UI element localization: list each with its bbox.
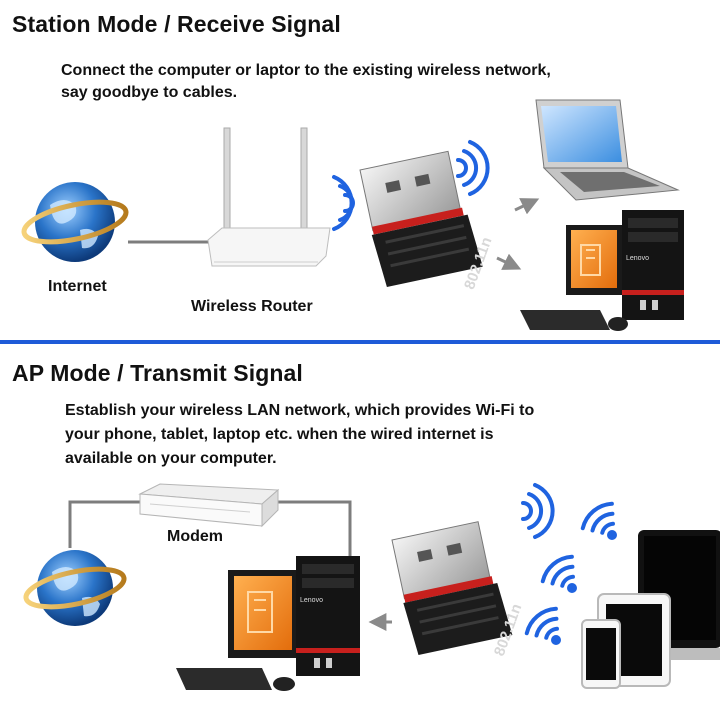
ap-desc-line1: Establish your wireless LAN network, whi… xyxy=(65,402,535,419)
usb-wifi-adapter-icon xyxy=(359,150,483,287)
smartphone-icon xyxy=(581,619,621,689)
wifi-signal-icon xyxy=(580,501,617,540)
wifi-signal-icon xyxy=(521,483,555,539)
wifi-signal-icon xyxy=(524,606,561,645)
wifi-signal-icon xyxy=(540,554,577,593)
internet-globe-icon xyxy=(21,182,129,262)
wifi-signal-icon xyxy=(332,175,355,231)
desktop-computer-icon xyxy=(520,210,684,331)
cable-line xyxy=(68,500,145,548)
desktop-computer-icon xyxy=(176,556,360,691)
wireless-router-label: Wireless Router xyxy=(191,298,313,315)
usb-wifi-adapter-icon xyxy=(391,521,513,656)
modem-icon xyxy=(138,483,280,528)
station-mode-title: Station Mode / Receive Signal xyxy=(12,11,341,37)
pc-brand-label: Lenovo xyxy=(300,597,323,604)
wireless-router-icon xyxy=(207,127,331,267)
internet-globe-icon xyxy=(23,550,127,626)
station-desc-line2: say goodbye to cables. xyxy=(61,84,238,101)
modem-label: Modem xyxy=(167,528,223,545)
laptop-icon xyxy=(535,99,680,201)
station-desc-line1: Connect the computer or laptor to the ex… xyxy=(61,62,551,79)
arrow-icon xyxy=(514,198,540,215)
wifi-signal-icon xyxy=(456,140,490,196)
ap-mode-title: AP Mode / Transmit Signal xyxy=(12,360,303,386)
ap-desc-line3: available on your computer. xyxy=(65,450,277,467)
pc-brand-label: Lenovo xyxy=(626,255,649,262)
internet-label: Internet xyxy=(48,278,107,295)
ap-desc-line2: your phone, tablet, laptop etc. when the… xyxy=(65,426,494,443)
section-divider xyxy=(0,340,720,344)
cable-line xyxy=(270,500,352,560)
arrow-icon xyxy=(496,253,522,270)
